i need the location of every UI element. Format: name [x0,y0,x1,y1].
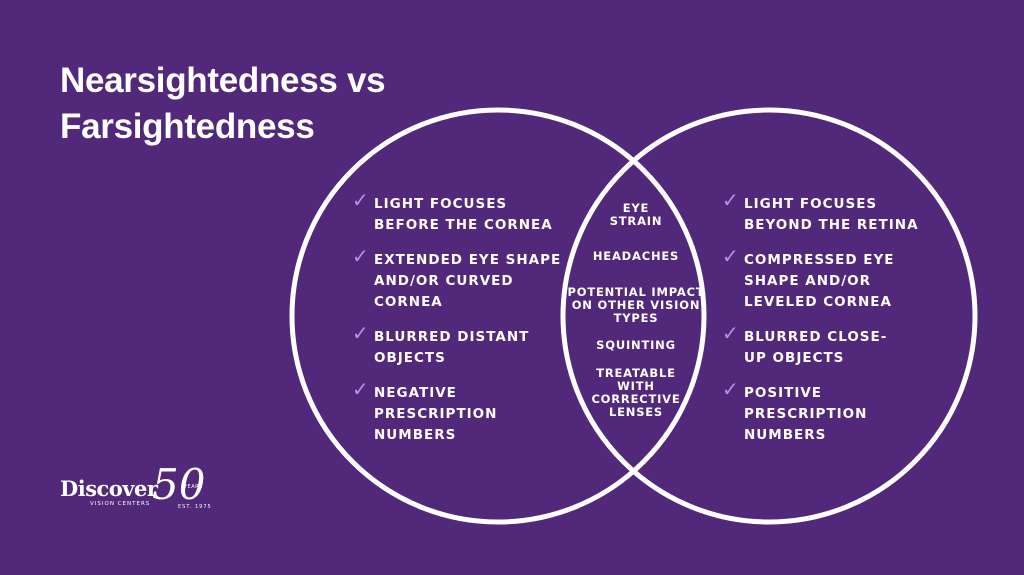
item-line: BEFORE THE CORNEA [374,217,553,233]
shared-eye-strain: EYE STRAIN [560,202,712,228]
list-item: ✓ BLURRED DISTANT OBJECTS [352,321,561,369]
shared-text: TYPES [613,311,659,325]
item-line: COMPRESSED EYE [744,252,895,268]
title-line-1: Nearsightedness vs [60,61,386,100]
check-icon: ✓ [722,244,739,268]
list-item: ✓ BLURRED CLOSE- UP OBJECTS [722,321,919,369]
discover-vision-logo: Discover VISION CENTERS 50 YEARS EST. 19… [60,460,230,510]
item-line: UP OBJECTS [744,350,845,366]
check-icon: ✓ [722,321,739,345]
shared-squinting: SQUINTING [560,339,712,352]
logo-subtitle: VISION CENTERS [90,501,151,507]
item-line: NUMBERS [374,427,457,443]
nearsighted-list: ✓ LIGHT FOCUSES BEFORE THE CORNEA ✓ EXTE… [352,188,562,460]
list-item: ✓ NEGATIVE PRESCRIPTION NUMBERS [352,377,561,446]
item-line: LIGHT FOCUSES [374,196,508,212]
farsighted-list: ✓ LIGHT FOCUSES BEYOND THE RETINA ✓ COMP… [722,188,919,460]
shared-text: ON OTHER VISION [571,298,701,312]
shared-text: WITH [617,379,655,393]
shared-text: LENSES [608,405,664,419]
shared-text: TREATABLE [596,366,676,380]
item-line: BLURRED DISTANT [374,329,530,345]
title-line-2: Farsightedness [60,107,315,146]
item-line: LIGHT FOCUSES [744,196,878,212]
logo-word: Discover [60,476,158,501]
check-icon: ✓ [352,188,369,212]
item-line: PRESCRIPTION [744,406,868,422]
item-line: AND/OR CURVED [374,273,514,289]
item-line: NEGATIVE [374,385,457,401]
check-icon: ✓ [722,377,739,401]
item-line: POSITIVE [744,385,823,401]
shared-headaches: HEADACHES [560,250,712,263]
item-line: OBJECTS [374,350,446,366]
list-item: ✓ EXTENDED EYE SHAPE AND/OR CURVED CORNE… [352,244,562,313]
logo-est: EST. 1975 [178,504,212,510]
shared-treatable: TREATABLE WITH CORRECTIVE LENSES [560,367,712,419]
item-line: EXTENDED EYE SHAPE [374,252,562,268]
shared-text: HEADACHES [592,249,680,263]
check-icon: ✓ [722,188,739,212]
item-line: PRESCRIPTION [374,406,498,422]
page-title: Nearsightedness vs Farsightedness [60,58,386,150]
check-icon: ✓ [352,244,369,268]
list-item: ✓ LIGHT FOCUSES BEYOND THE RETINA [722,188,919,236]
check-icon: ✓ [352,377,369,401]
shared-text: CORRECTIVE [591,392,681,406]
item-line: BEYOND THE RETINA [744,217,919,233]
shared-text: STRAIN [609,214,663,228]
item-line: NUMBERS [744,427,827,443]
list-item: ✓ LIGHT FOCUSES BEFORE THE CORNEA [352,188,561,236]
item-line: CORNEA [374,294,443,310]
shared-text: POTENTIAL IMPACT [567,285,705,299]
item-line: LEVELED CORNEA [744,294,892,310]
shared-text: SQUINTING [596,338,676,352]
logo-years: YEARS [184,484,203,490]
shared-potential-impact: POTENTIAL IMPACT ON OTHER VISION TYPES [560,286,712,325]
venn-circle-right [560,107,978,525]
list-item: ✓ COMPRESSED EYE SHAPE AND/OR LEVELED CO… [722,244,919,313]
item-line: SHAPE AND/OR [744,273,872,289]
item-line: BLURRED CLOSE- [744,329,888,345]
logo-fifty: 50 [152,460,206,509]
shared-text: EYE [622,201,650,215]
venn-circle-left [289,107,707,525]
list-item: ✓ POSITIVE PRESCRIPTION NUMBERS [722,377,919,446]
check-icon: ✓ [352,321,369,345]
